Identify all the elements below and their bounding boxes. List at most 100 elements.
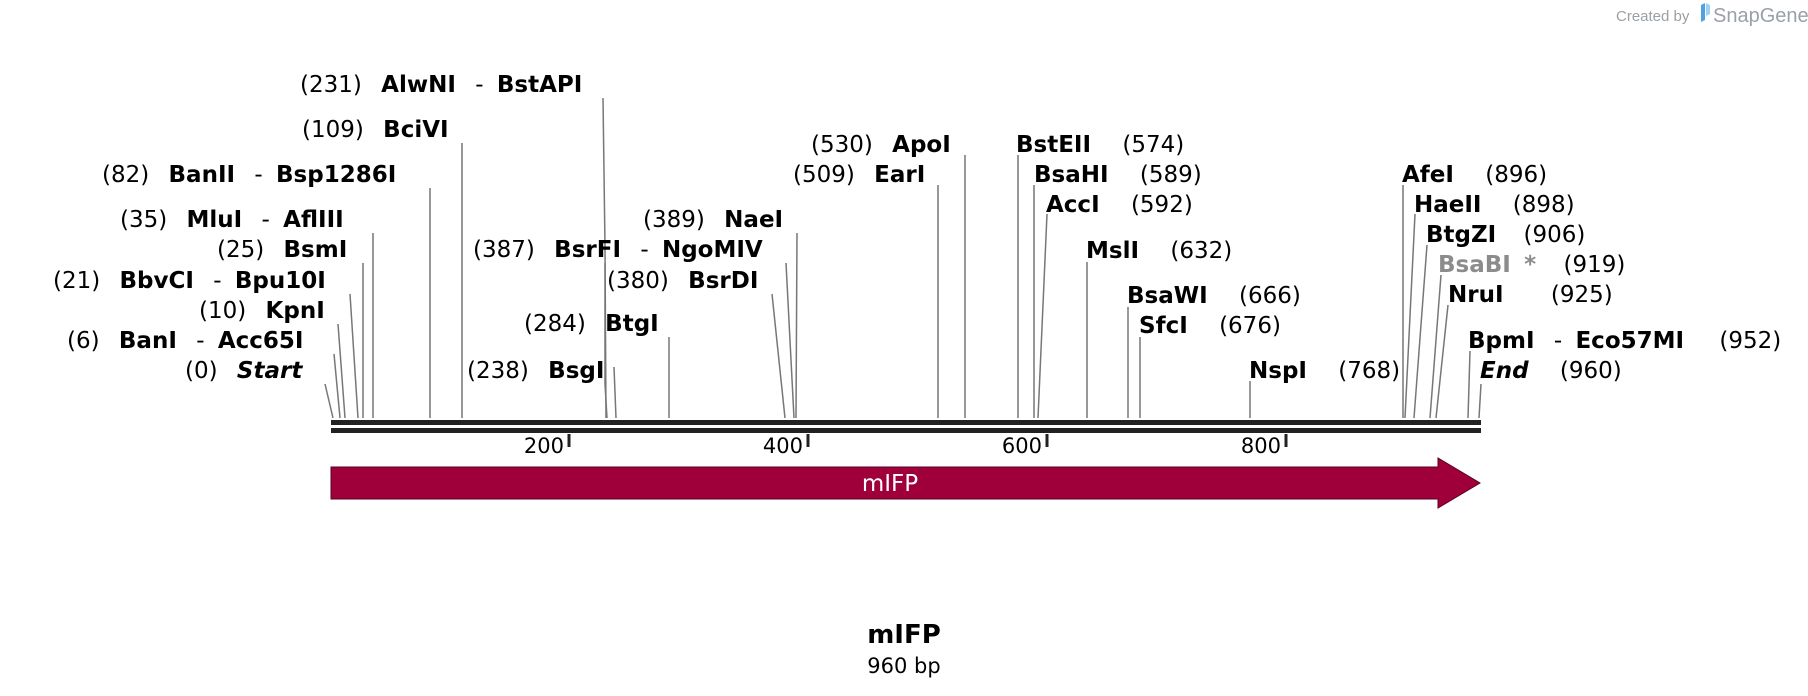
site-position: (380) [607, 268, 669, 294]
site-bsteii[interactable]: BstEII (574) [1016, 132, 1184, 158]
site-position: (6) [67, 328, 100, 354]
site-position: (919) [1564, 252, 1626, 278]
site-bbvci-bpu10i[interactable]: (21) BbvCI - Bpu10I [53, 268, 326, 294]
site-name: MluI [187, 207, 243, 233]
site-name: BtgZI [1426, 222, 1496, 248]
site-name2: Acc65I [218, 328, 304, 354]
site-name: KpnI [266, 298, 325, 324]
site-bcivi[interactable]: (109) BciVI [302, 117, 449, 143]
site-name: NaeI [724, 207, 783, 233]
site-position: (530) [811, 132, 873, 158]
site-name: BpmI [1468, 328, 1535, 354]
leader-bpmi [1467, 350, 1471, 419]
site-name: BsmI [284, 237, 348, 263]
site-name: BsaHI [1034, 162, 1109, 188]
site-position: (592) [1131, 192, 1193, 218]
site-name: MslI [1086, 238, 1139, 264]
site-bsawi[interactable]: BsaWI (666) [1127, 283, 1301, 309]
tick-label-800: 800 [1241, 434, 1281, 458]
sequence-backbone [331, 420, 1481, 433]
site-position: (82) [102, 162, 149, 188]
site-bsmi[interactable]: (25) BsmI [217, 237, 347, 263]
site-name2: BstAPI [497, 72, 582, 98]
leader-bsabi [1429, 274, 1442, 419]
site-start[interactable]: (0) Start [185, 358, 303, 384]
leader-bsrdi [771, 293, 786, 419]
site-bsgi[interactable]: (238) BsgI [467, 358, 604, 384]
site-name: ApoI [892, 132, 951, 158]
tick-label-400: 400 [763, 434, 803, 458]
site-eari[interactable]: (509) EarI [793, 162, 925, 188]
site-bani-acc65i[interactable]: (6) BanI - Acc65I [67, 328, 303, 354]
site-bsrdi[interactable]: (380) BsrDI [607, 268, 758, 294]
site-position: (35) [120, 207, 167, 233]
site-bpmi-eco57mi[interactable]: BpmI - Eco57MI (952) [1468, 328, 1781, 354]
site-name: BanII [169, 162, 236, 188]
leader-bsgi [613, 366, 617, 419]
site-leader-lines [324, 97, 1482, 419]
site-mlui-afliii[interactable]: (35) MluI - AflIII [120, 207, 344, 233]
site-position: (960) [1560, 358, 1622, 384]
site-bsrfi-ngomiv[interactable]: (387) BsrFI - NgoMIV [473, 237, 763, 263]
site-name: BciVI [383, 117, 448, 143]
site-position: (898) [1513, 192, 1575, 218]
site-name: BanI [119, 328, 177, 354]
site-haeii[interactable]: HaeII (898) [1414, 192, 1575, 218]
leader-haeii [1404, 213, 1416, 419]
site-name: BsgI [548, 358, 604, 384]
site-name: BsrDI [688, 268, 758, 294]
site-star: * [1524, 252, 1536, 278]
site-position: (25) [217, 237, 264, 263]
site-name2: NgoMIV [662, 237, 763, 263]
site-end[interactable]: End (960) [1480, 358, 1622, 384]
site-position: (387) [473, 237, 535, 263]
site-msli[interactable]: MslI (632) [1086, 238, 1232, 264]
site-name: End [1480, 358, 1529, 384]
site-position: (952) [1719, 328, 1781, 354]
site-position: (389) [643, 207, 705, 233]
site-nspi[interactable]: NspI (768) [1249, 358, 1400, 384]
site-position: (632) [1170, 238, 1232, 264]
site-name: BsaBI [1438, 252, 1511, 278]
site-banii-bsp1286i[interactable]: (82) BanII - Bsp1286I [102, 162, 396, 188]
site-name: AfeI [1402, 162, 1454, 188]
site-name: EarI [874, 162, 925, 188]
sequence-title: mIFP [867, 620, 941, 650]
ruler-ticks [567, 434, 1288, 447]
site-position: (231) [300, 72, 362, 98]
site-naei[interactable]: (389) NaeI [643, 207, 783, 233]
leader-bsrfi [604, 263, 608, 419]
site-bsahi[interactable]: BsaHI (589) [1034, 162, 1202, 188]
site-alwni-bstapi[interactable]: (231) AlwNI - BstAPI [300, 72, 582, 98]
site-name: SfcI [1139, 313, 1188, 339]
site-bsabi[interactable]: BsaBI * (919) [1438, 252, 1625, 278]
site-afei[interactable]: AfeI (896) [1402, 162, 1547, 188]
site-sfci[interactable]: SfcI (676) [1139, 313, 1281, 339]
site-name: NruI [1448, 282, 1504, 308]
site-btgi[interactable]: (284) BtgI [524, 311, 659, 337]
leader-ngomiv [785, 262, 795, 419]
site-apoi[interactable]: (530) ApoI [811, 132, 951, 158]
site-name: NspI [1249, 358, 1307, 384]
site-position: (284) [524, 311, 586, 337]
site-name2: Bpu10I [235, 268, 326, 294]
leader-start [324, 383, 334, 419]
leader-acci [1037, 213, 1048, 419]
site-kpni[interactable]: (10) KpnI [199, 298, 325, 324]
site-btgzi[interactable]: BtgZI (906) [1426, 222, 1585, 248]
site-name: BsaWI [1127, 283, 1208, 309]
leader-nrui [1435, 304, 1449, 419]
sequence-length: 960 bp [867, 654, 940, 678]
feature-arrow[interactable] [330, 457, 1481, 509]
site-position: (509) [793, 162, 855, 188]
leader-bbvci [349, 293, 359, 419]
site-acci[interactable]: AccI (592) [1046, 192, 1193, 218]
site-name2: AflIII [283, 207, 344, 233]
site-position: (906) [1524, 222, 1586, 248]
leader-kpni [337, 323, 346, 419]
site-nrui[interactable]: NruI (925) [1448, 282, 1613, 308]
site-name: BbvCI [120, 268, 194, 294]
site-name: AlwNI [381, 72, 456, 98]
site-position: (925) [1551, 282, 1613, 308]
